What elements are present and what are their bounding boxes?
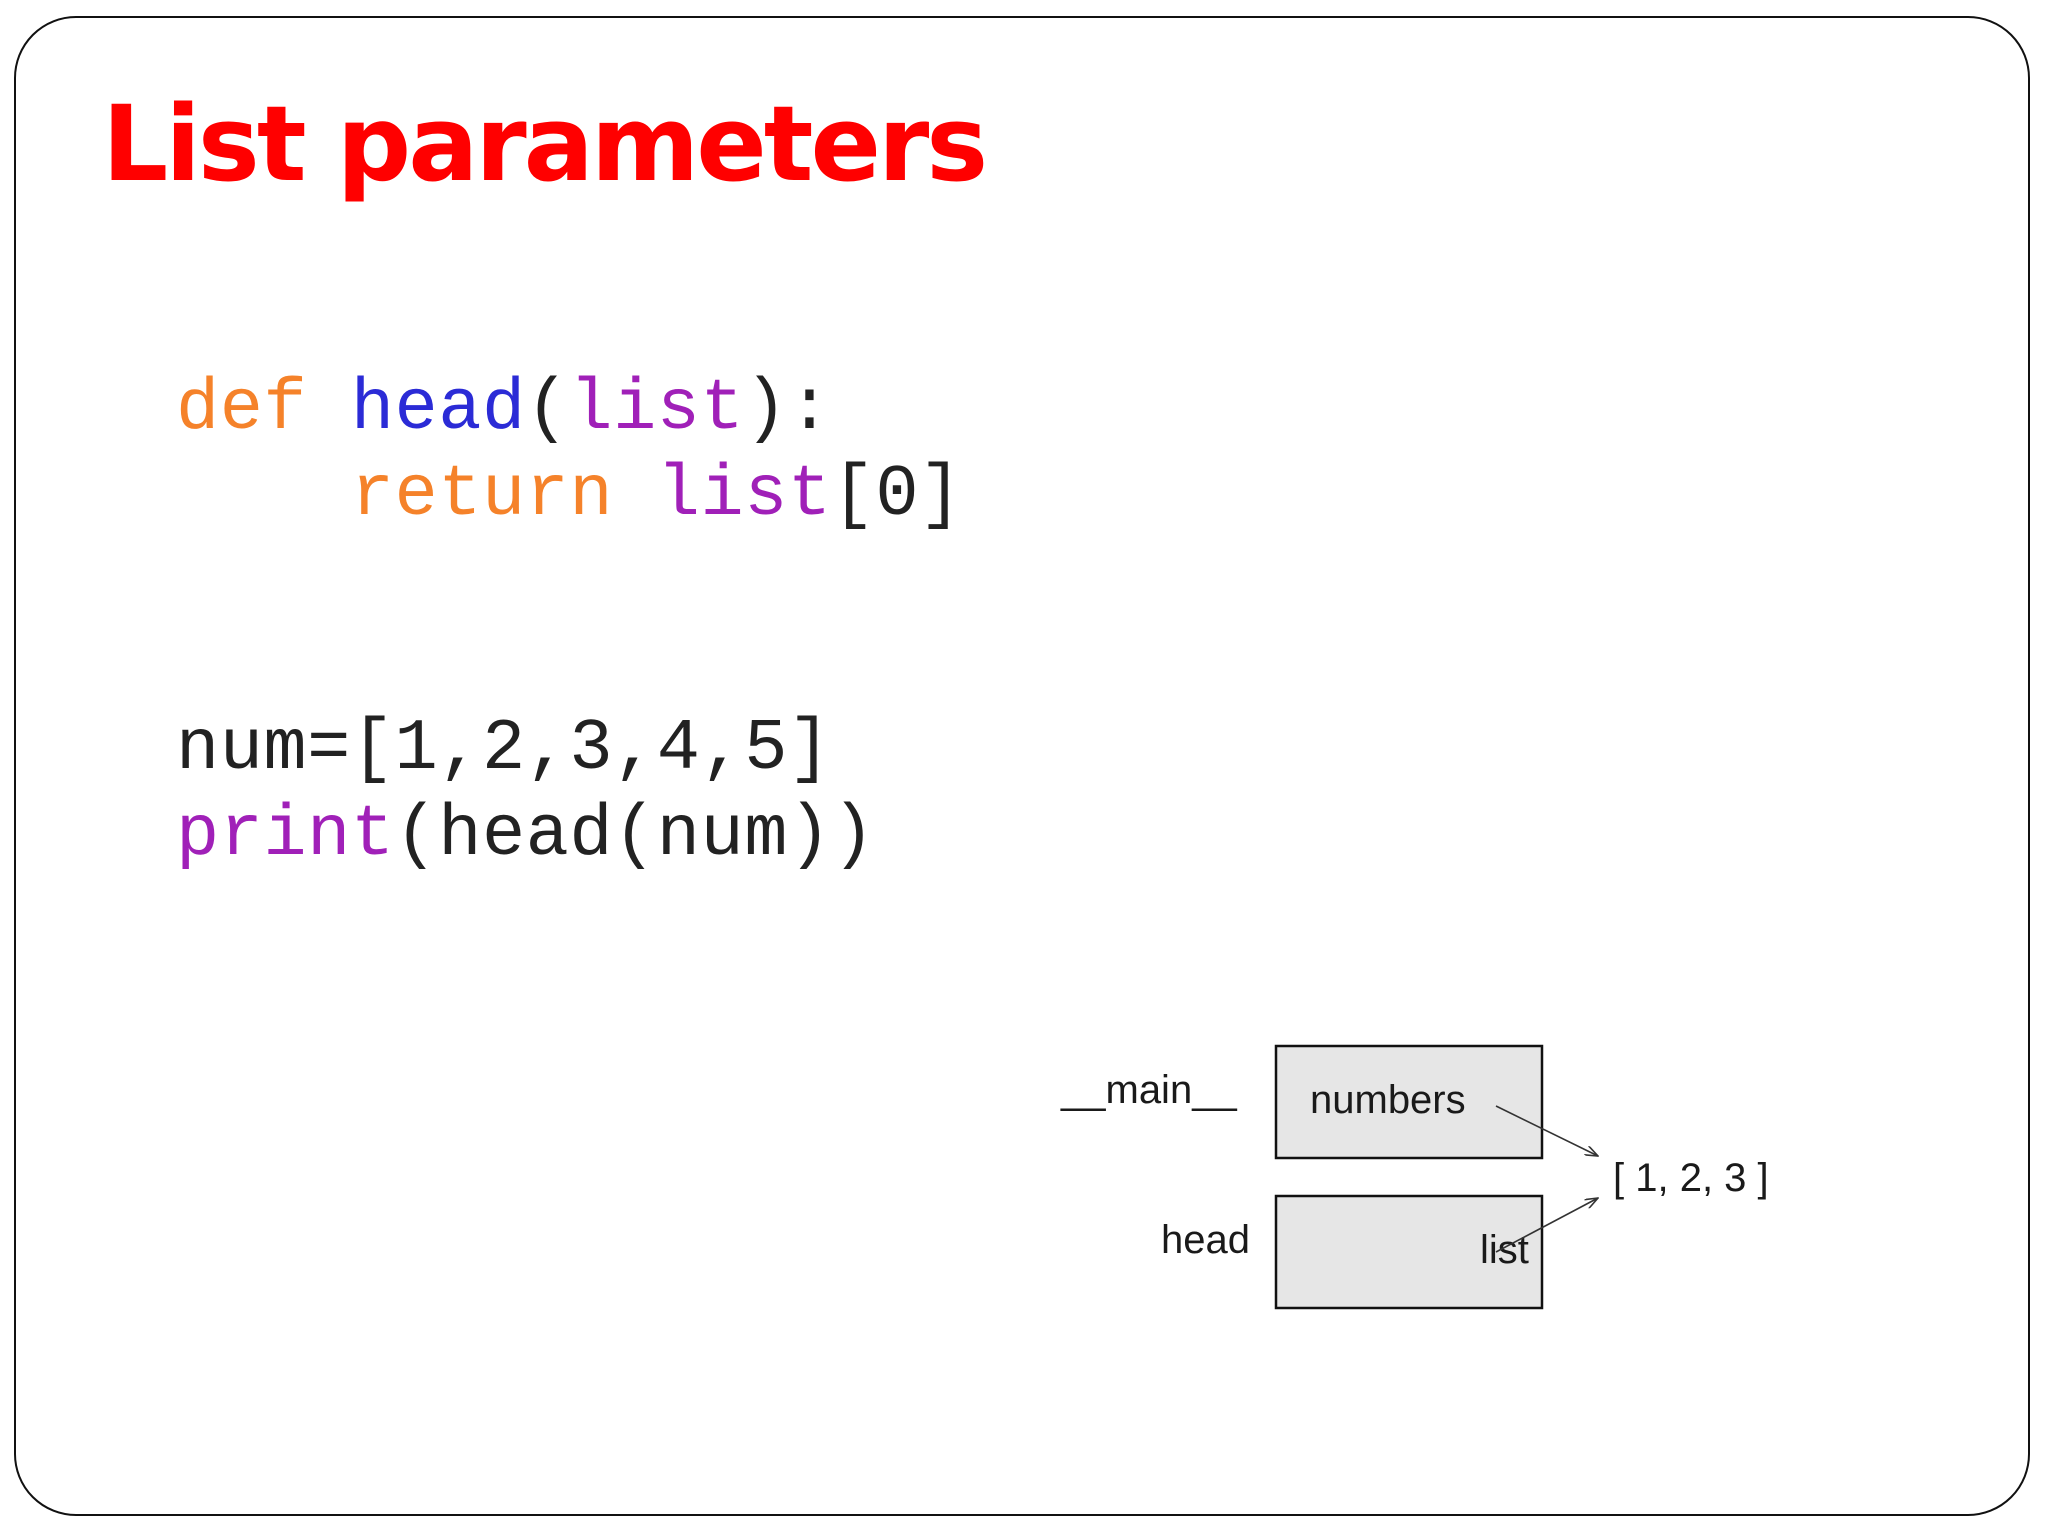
stack-diagram-svg: __main__ head numbers list [ 1, 2, 3 ] (1060, 1044, 1769, 1310)
function-call-code: num=[1,2,3,4,5]print(head(num)) (176, 706, 875, 878)
code-token: print (176, 794, 395, 876)
variable-list: list (1480, 1228, 1529, 1272)
code-line: num=[1,2,3,4,5] (176, 706, 875, 792)
code-token: [0] (831, 454, 963, 536)
code-token: list (569, 368, 745, 450)
function-definition-code: def head(list): return list[0] (176, 366, 963, 538)
code-token: head (350, 368, 526, 450)
code-token (176, 454, 351, 536)
frame-box-main (1274, 1044, 1544, 1160)
stack-diagram: __main__ head numbers list [ 1, 2, 3 ] (1050, 1030, 1810, 1360)
code-token: ): (744, 368, 832, 450)
slide-title: List parameters (102, 83, 988, 205)
code-token: ( (525, 368, 570, 450)
arrow-list-to-list (1495, 1198, 1598, 1253)
code-token: list (656, 454, 832, 536)
code-token (307, 368, 351, 450)
code-token (613, 454, 657, 536)
code-token: (head(num)) (394, 794, 876, 876)
code-line: return list[0] (176, 452, 963, 538)
slide-frame (14, 16, 2030, 1516)
code-line: print(head(num)) (176, 792, 875, 878)
code-token: num=[1,2,3,4,5] (176, 708, 832, 790)
code-line: def head(list): (176, 366, 963, 452)
variable-numbers: numbers (1310, 1078, 1466, 1122)
frame-label-head: head (1161, 1218, 1250, 1262)
list-value: [ 1, 2, 3 ] (1613, 1156, 1769, 1200)
frame-label-main: __main__ (1060, 1068, 1237, 1112)
code-token: def (176, 368, 308, 450)
arrow-numbers-to-list (1495, 1105, 1598, 1156)
code-token: return (350, 454, 614, 536)
